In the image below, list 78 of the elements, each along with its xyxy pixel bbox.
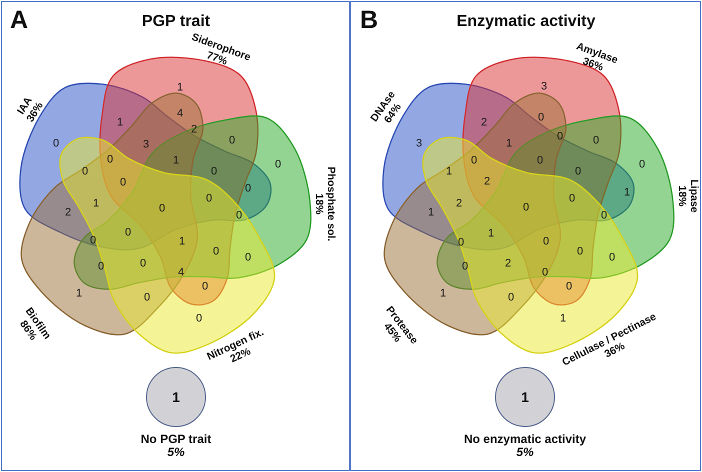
region-count: 1 xyxy=(92,198,100,210)
region-count: 0 xyxy=(206,194,212,204)
panel xyxy=(350,1,701,471)
region-count: 0 xyxy=(228,136,236,146)
region-count: 0 xyxy=(470,156,478,166)
region-count: 2 xyxy=(64,208,72,218)
region-count: 0 xyxy=(140,258,146,270)
region-count: 0 xyxy=(462,262,468,272)
region-count: 0 xyxy=(458,238,464,248)
region-count: 1 xyxy=(116,118,124,128)
region-count: 0 xyxy=(212,246,220,258)
region-count: 0 xyxy=(202,282,208,292)
region-count: 0 xyxy=(556,132,564,142)
set-name: Lipase xyxy=(688,179,700,213)
region-count: 4 xyxy=(176,108,184,120)
region-count: 0 xyxy=(244,184,252,194)
panel-letter: A xyxy=(10,8,28,33)
count-value: 1 xyxy=(521,390,529,404)
region-count: 0 xyxy=(638,160,646,170)
region-count: 0 xyxy=(522,202,530,214)
region-count: 2 xyxy=(190,124,198,136)
region-count: 0 xyxy=(536,156,544,166)
region-count: 0 xyxy=(566,282,572,292)
region-count: 0 xyxy=(542,236,550,248)
region-count: 0 xyxy=(196,314,202,324)
region-count: 4 xyxy=(178,268,184,278)
region-count: 0 xyxy=(542,268,548,278)
set-percentage: 18% xyxy=(312,193,325,214)
region-count: 0 xyxy=(210,166,218,178)
region-count: 0 xyxy=(144,292,150,304)
region-count: 1 xyxy=(624,188,630,198)
region-count: 0 xyxy=(90,236,96,246)
region-count: 2 xyxy=(484,176,490,188)
region-count: 0 xyxy=(106,154,114,166)
region-count: 1 xyxy=(428,208,434,218)
region-count: 1 xyxy=(172,156,180,166)
panel-letter: B xyxy=(360,8,378,33)
percentage-label: 5% xyxy=(167,446,185,460)
category-label: No PGP trait xyxy=(140,433,212,446)
region-count: 0 xyxy=(538,112,544,124)
panel-title: Enzymatic activity xyxy=(456,14,596,30)
region-count: 0 xyxy=(608,252,616,264)
region-count: 0 xyxy=(508,292,514,304)
region-count: 2 xyxy=(456,198,462,210)
region-count: 0 xyxy=(592,136,600,146)
region-count: 0 xyxy=(98,262,104,272)
region-count: 0 xyxy=(244,252,252,264)
region-count: 1 xyxy=(440,288,446,300)
region-count: 1 xyxy=(178,236,186,248)
region-count: 3 xyxy=(416,138,422,150)
region-count: 0 xyxy=(600,210,608,222)
region-count: 2 xyxy=(480,118,488,128)
region-count: 0 xyxy=(52,138,60,150)
region-count: 1 xyxy=(176,82,184,94)
region-count: 1 xyxy=(488,228,494,240)
set-name: Phosphate sol. xyxy=(325,166,338,242)
region-count: 3 xyxy=(142,140,150,150)
region-count: 0 xyxy=(568,194,576,204)
percentage-label: 5% xyxy=(516,446,534,460)
region-count: 1 xyxy=(76,288,82,300)
region-count: 0 xyxy=(120,178,126,188)
region-count: 0 xyxy=(576,246,584,258)
region-count: 0 xyxy=(158,204,166,214)
region-count: 0 xyxy=(274,160,282,170)
panel xyxy=(1,1,350,471)
region-count: 1 xyxy=(560,314,566,324)
category-label: No enzymatic activity xyxy=(464,433,586,446)
set-percentage: 18% xyxy=(676,186,688,206)
region-count: 2 xyxy=(504,258,512,270)
region-count: 0 xyxy=(574,166,582,178)
count-value: 1 xyxy=(172,390,180,404)
region-count: 0 xyxy=(236,210,242,222)
region-count: 3 xyxy=(540,82,548,92)
region-count: 1 xyxy=(506,138,512,150)
panel-title: PGP trait xyxy=(142,14,210,30)
region-count: 0 xyxy=(82,166,88,178)
region-count: 1 xyxy=(446,166,452,178)
region-count: 0 xyxy=(124,228,132,238)
